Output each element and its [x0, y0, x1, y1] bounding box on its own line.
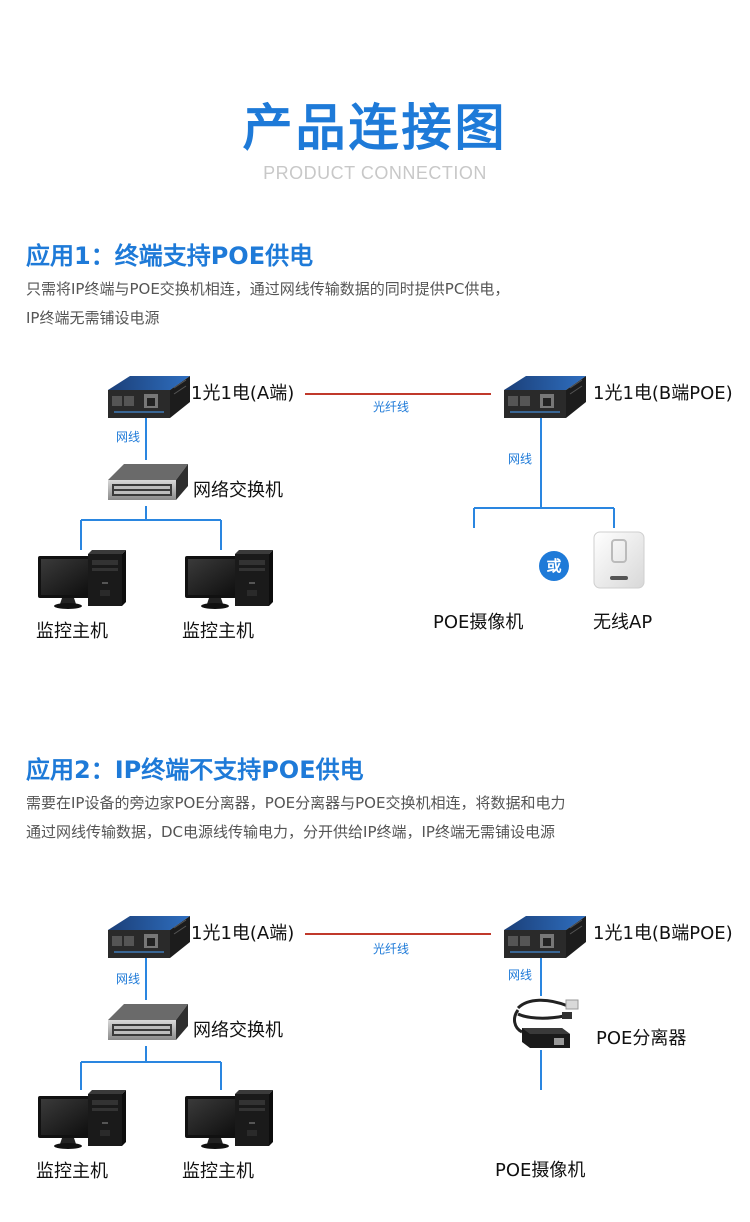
- monitor-computer-icon: [38, 550, 126, 609]
- host-label: 监控主机: [182, 1161, 254, 1182]
- cable-label: 网线: [508, 452, 533, 466]
- section1-desc-line2: IP终端无需铺设电源: [26, 309, 160, 327]
- section1-description: 只需将IP终端与POE交换机相连，通过网线传输数据的同时提供PC供电， IP终端…: [26, 275, 726, 333]
- fiber-label: 光纤线: [373, 400, 410, 414]
- section2-title: 应用2：IP终端不支持POE供电: [26, 756, 364, 784]
- switch-label: 网络交换机: [193, 480, 283, 501]
- section1-title: 应用1：终端支持POE供电: [26, 242, 314, 270]
- camera-label: POE摄像机: [433, 612, 524, 633]
- monitor-computer-icon: [38, 1090, 126, 1149]
- cable-label: 网线: [116, 972, 141, 986]
- section2-description: 需要在IP设备的旁边家POE分离器，POE分离器与POE交换机相连，将数据和电力…: [26, 789, 726, 847]
- splitter-label: POE分离器: [596, 1028, 687, 1049]
- page-title: 产品连接图: [242, 99, 508, 157]
- cable-label: 网线: [508, 968, 533, 982]
- or-badge: 或: [539, 551, 569, 581]
- fiber-label: 光纤线: [373, 942, 410, 956]
- converter-b-label: 1光1电(B端POE): [593, 923, 733, 944]
- converter-a-label: 1光1电(A端): [191, 923, 295, 944]
- host-label: 监控主机: [182, 621, 254, 642]
- host-label: 监控主机: [36, 1161, 108, 1182]
- section2-desc-line2: 通过网线传输数据，DC电源线传输电力，分开供给IP终端，IP终端无需铺设电源: [26, 823, 555, 841]
- host-label: 监控主机: [36, 621, 108, 642]
- network-switch-icon: [108, 1004, 188, 1040]
- poe-splitter-icon: [513, 998, 580, 1050]
- media-converter-a-icon: [107, 915, 191, 959]
- media-converter-a-icon: [107, 375, 191, 419]
- camera-label: POE摄像机: [495, 1160, 586, 1181]
- monitor-computer-icon: [185, 550, 273, 609]
- monitor-computer-icon: [185, 1090, 273, 1149]
- media-converter-b-icon: [503, 915, 587, 959]
- ap-label: 无线AP: [593, 612, 653, 633]
- converter-a-label: 1光1电(A端): [191, 383, 295, 404]
- switch-label: 网络交换机: [193, 1020, 283, 1041]
- page-subtitle: PRODUCT CONNECTION: [263, 163, 487, 183]
- media-converter-b-icon: [503, 375, 587, 419]
- section1-desc-line1: 只需将IP终端与POE交换机相连，通过网线传输数据的同时提供PC供电，: [26, 280, 510, 298]
- converter-b-label: 1光1电(B端POE): [593, 383, 733, 404]
- cable-label: 网线: [116, 430, 141, 444]
- wireless-ap-icon: [593, 531, 645, 589]
- network-switch-icon: [108, 464, 188, 500]
- section2-desc-line1: 需要在IP设备的旁边家POE分离器，POE分离器与POE交换机相连，将数据和电力: [26, 794, 566, 812]
